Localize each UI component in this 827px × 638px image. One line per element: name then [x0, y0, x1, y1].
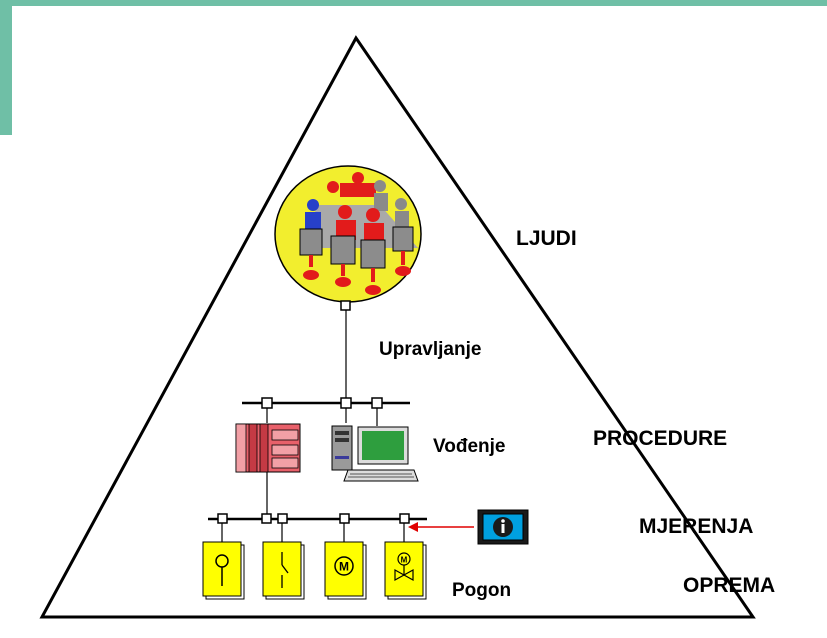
- top-accent-strip: [0, 0, 827, 6]
- layer-label-ljudi: LJUDI: [516, 227, 577, 250]
- signal-arrow-head: [408, 522, 418, 532]
- field-bus-node: [277, 513, 288, 524]
- motor-icon: M: [324, 541, 367, 600]
- control-bus-node: [371, 397, 383, 409]
- control-bus-node: [261, 397, 273, 409]
- valve-icon: M: [384, 541, 427, 600]
- motor-glyph: M: [339, 560, 349, 574]
- layer-label-procedure: PROCEDURE: [593, 427, 728, 450]
- valve-actuator-glyph: M: [401, 556, 408, 565]
- level-label-upravljanje: Upravljanje: [379, 339, 482, 360]
- switch-icon: [262, 541, 305, 600]
- field-bus-node: [217, 513, 228, 524]
- level-label-pogon: Pogon: [452, 580, 512, 601]
- field-bus-node: [399, 513, 410, 524]
- level-label-vodenje: Vođenje: [433, 436, 506, 457]
- side-accent-strip: [0, 0, 12, 135]
- connector-node: [340, 300, 351, 311]
- plc-rack-icon: [235, 423, 301, 473]
- control-bus-node: [340, 397, 352, 409]
- workstation-icon: [331, 425, 419, 482]
- layer-label-mjerenja: MJERENJA: [639, 515, 754, 538]
- field-bus-node: [261, 513, 272, 524]
- pyramid-outline: [39, 35, 756, 619]
- field-bus-node: [339, 513, 350, 524]
- sensor-icon: [202, 541, 245, 600]
- people-meeting-icon: [274, 165, 422, 303]
- layer-label-oprema: OPREMA: [683, 574, 776, 597]
- info-icon: [477, 509, 529, 545]
